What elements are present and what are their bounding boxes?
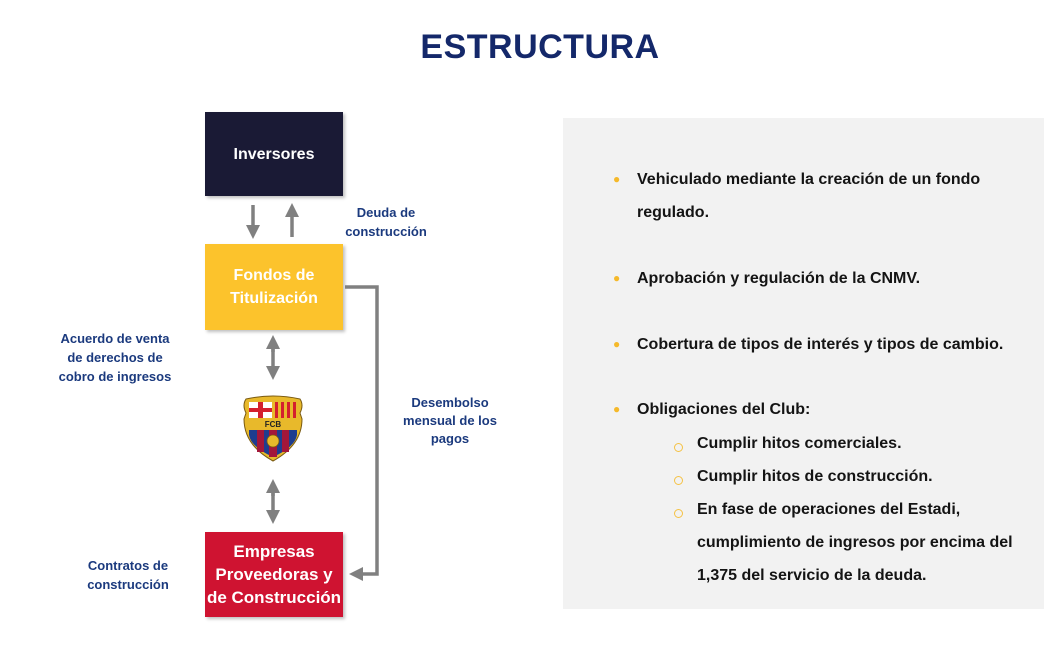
svg-text:FCB: FCB <box>265 420 282 429</box>
sub-bullet-circle <box>674 509 683 518</box>
box-inversores: Inversores <box>205 112 343 196</box>
box-fondos: Fondos de Titulización <box>205 244 343 330</box>
arrow-desembolso <box>345 285 379 581</box>
bullet-text: Aprobación y regulación de la CNMV. <box>637 270 921 287</box>
sub-bullet-circle <box>674 443 683 452</box>
sub-bullet-text: cumplimiento de ingresos por encima del <box>697 534 1013 551</box>
sub-bullet-text: En fase de operaciones del Estadi, <box>697 501 961 518</box>
box-label: Fondos de <box>233 267 315 284</box>
box-label: Inversores <box>233 145 315 163</box>
bullet-text: Vehiculado mediante la creación de un fo… <box>637 171 981 188</box>
box-label: Titulización <box>230 290 318 307</box>
bullet-text: Obligaciones del Club: <box>637 401 811 418</box>
bullet-dot: ● <box>613 172 621 186</box>
sub-bullet-text: Cumplir hitos de construcción. <box>697 468 933 485</box>
sub-bullet-text: 1,375 del servicio de la deuda. <box>697 567 927 584</box>
sub-bullet-circle <box>674 476 683 485</box>
box-label: de Construcción <box>206 588 342 607</box>
box-label: Proveedoras y <box>215 565 333 584</box>
bullet-dot: ● <box>613 402 621 416</box>
box-label: Empresas <box>233 542 315 561</box>
bullet-text: regulado. <box>637 204 710 221</box>
fcb-crest-logo: FCB <box>243 395 303 462</box>
bullet-dot: ● <box>613 337 621 351</box>
bullet-dot: ● <box>613 271 621 285</box>
info-panel <box>563 118 1044 609</box>
page-title: ESTRUCTURA <box>420 28 660 66</box>
sub-bullet-text: Cumplir hitos comerciales. <box>697 435 902 452</box>
bullet-text: Cobertura de tipos de interés y tipos de… <box>637 336 1004 353</box>
